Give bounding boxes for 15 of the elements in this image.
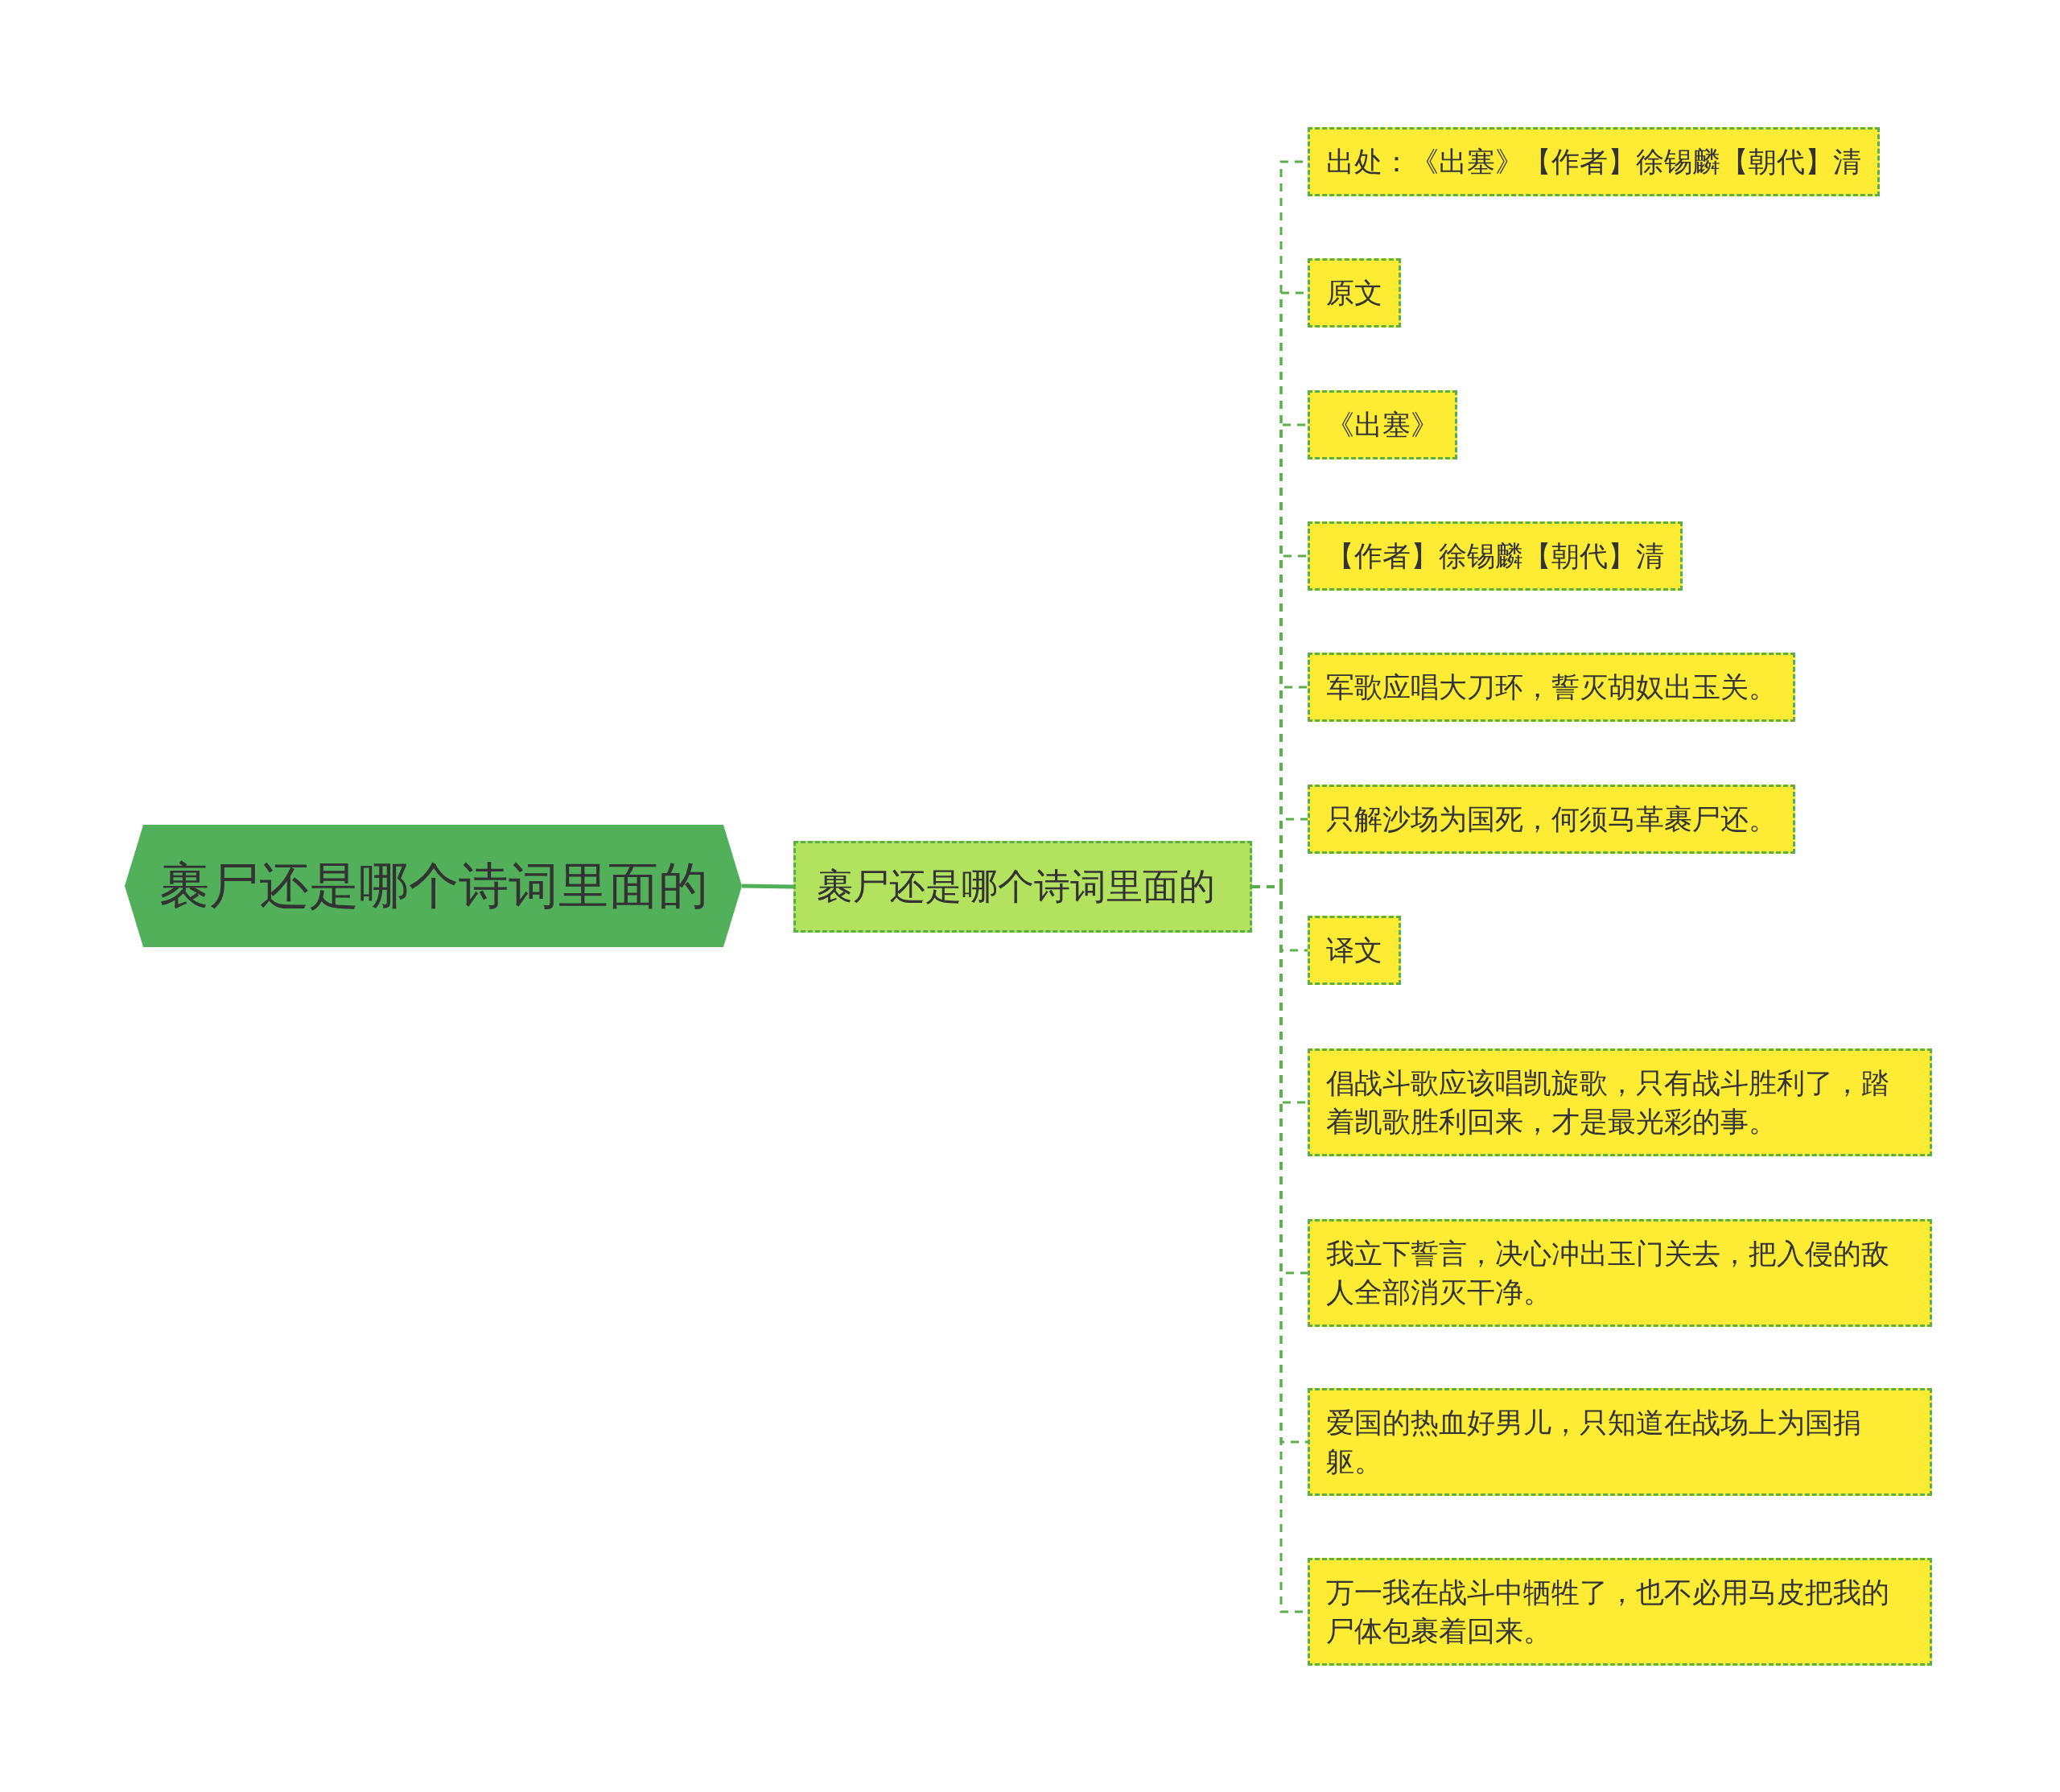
- leaf-box: 万一我在战斗中牺牲了，也不必用马皮把我的尸体包裹着回来。: [1308, 1558, 1932, 1666]
- leaf-box: 译文: [1308, 916, 1401, 985]
- leaf-box: 出处：《出塞》【作者】徐锡麟【朝代】清: [1308, 127, 1880, 196]
- topic-text: 裹尸还是哪个诗词里面的: [158, 855, 709, 917]
- leaf-box: 【作者】徐锡麟【朝代】清: [1308, 521, 1683, 591]
- leaf-box: 只解沙场为国死，何须马革裹尸还。: [1308, 785, 1795, 854]
- leaf-box: 我立下誓言，决心冲出玉门关去，把入侵的敌人全部消灭干净。: [1308, 1219, 1932, 1327]
- leaf-box: 原文: [1308, 258, 1401, 328]
- topic-hexagon: [125, 825, 742, 947]
- leaf-box: 爱国的热血好男儿，只知道在战场上为国捐躯。: [1308, 1388, 1932, 1496]
- leaf-box: 《出塞》: [1308, 390, 1457, 459]
- leaf-box: 倡战斗歌应该唱凯旋歌，只有战斗胜利了，踏着凯歌胜利回来，才是最光彩的事。: [1308, 1048, 1932, 1156]
- subtopic-box: 裹尸还是哪个诗词里面的: [793, 841, 1252, 933]
- leaf-box: 军歌应唱大刀环，誓灭胡奴出玉关。: [1308, 653, 1795, 722]
- connector-line: [741, 884, 794, 889]
